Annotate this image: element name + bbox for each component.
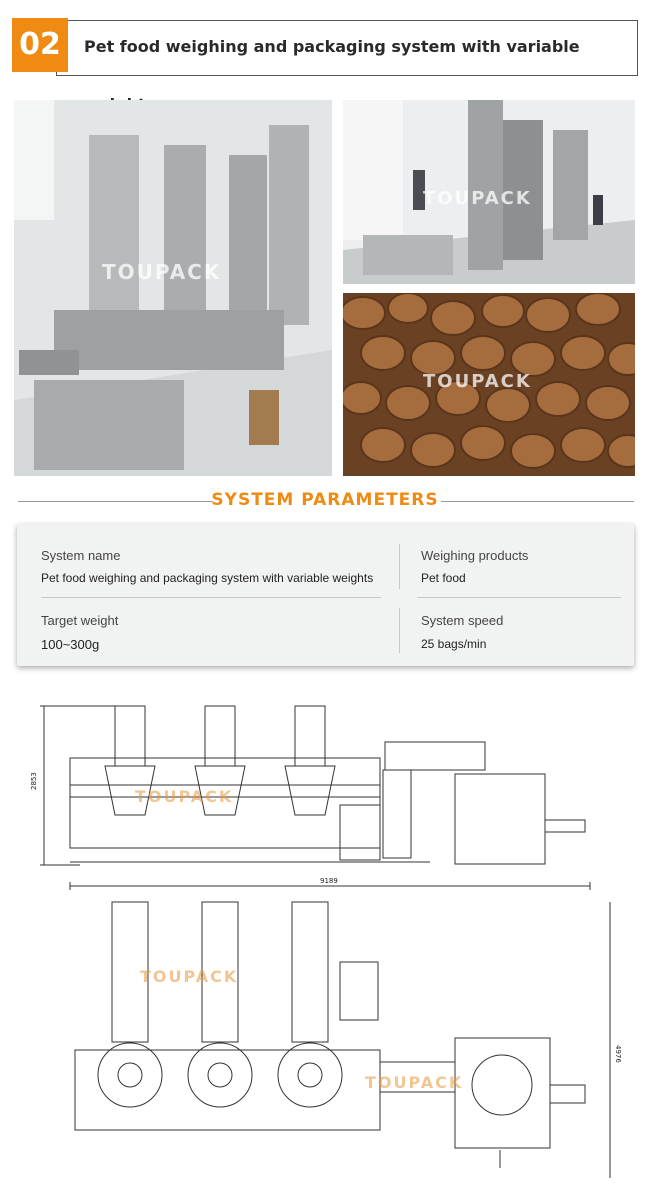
- length-dimension: 9189: [320, 877, 338, 885]
- section-number-badge: 02: [12, 18, 68, 72]
- photo-watermark: TOUPACK: [423, 188, 532, 209]
- parameters-card: System name Pet food weighing and packag…: [17, 524, 634, 666]
- drawing-watermark: TOUPACK: [365, 1073, 463, 1092]
- param-label: Weighing products: [421, 548, 529, 563]
- machine-line-photo: TOUPACK: [14, 100, 332, 476]
- param-value: 25 bags/min: [421, 637, 487, 651]
- section-header: 02 Pet food weighing and packaging syste…: [12, 18, 638, 114]
- param-value: Pet food: [421, 571, 466, 585]
- row-divider: [41, 597, 381, 598]
- kibble-illustration: [343, 293, 635, 476]
- section-title: Pet food weighing and packaging system w…: [84, 37, 580, 114]
- header-frame: [56, 20, 638, 76]
- parameters-title: SYSTEM PARAMETERS: [211, 490, 439, 510]
- drawing-watermark: TOUPACK: [135, 787, 233, 806]
- column-divider: [399, 544, 400, 589]
- title-rule-left: [18, 501, 213, 502]
- photo-watermark: TOUPACK: [423, 371, 532, 392]
- height-dimension: 2853: [30, 772, 38, 790]
- elevation-and-plan-drawing: 2853 9189 4976 TOUPACK TOUPACK TOUPACK: [30, 705, 622, 1178]
- drawing-watermark: TOUPACK: [140, 967, 238, 986]
- layout-drawings: 2853 9189 4976 TOUPACK TOUPACK TOUPACK: [30, 690, 630, 1185]
- param-value: Pet food weighing and packaging system w…: [41, 571, 374, 585]
- param-label: System name: [41, 548, 121, 563]
- machine-line-illustration: [14, 100, 332, 476]
- width-dimension: 4976: [614, 1045, 622, 1063]
- param-label: System speed: [421, 613, 504, 628]
- param-label: Target weight: [41, 613, 119, 628]
- packaging-room-illustration: [343, 100, 635, 284]
- packaging-room-photo: TOUPACK: [343, 100, 635, 284]
- title-rule-right: [441, 501, 634, 502]
- pet-food-photo: TOUPACK: [343, 293, 635, 476]
- column-divider: [399, 608, 400, 653]
- photo-watermark: TOUPACK: [102, 260, 222, 284]
- param-value: 100~300g: [41, 637, 100, 652]
- row-divider: [417, 597, 621, 598]
